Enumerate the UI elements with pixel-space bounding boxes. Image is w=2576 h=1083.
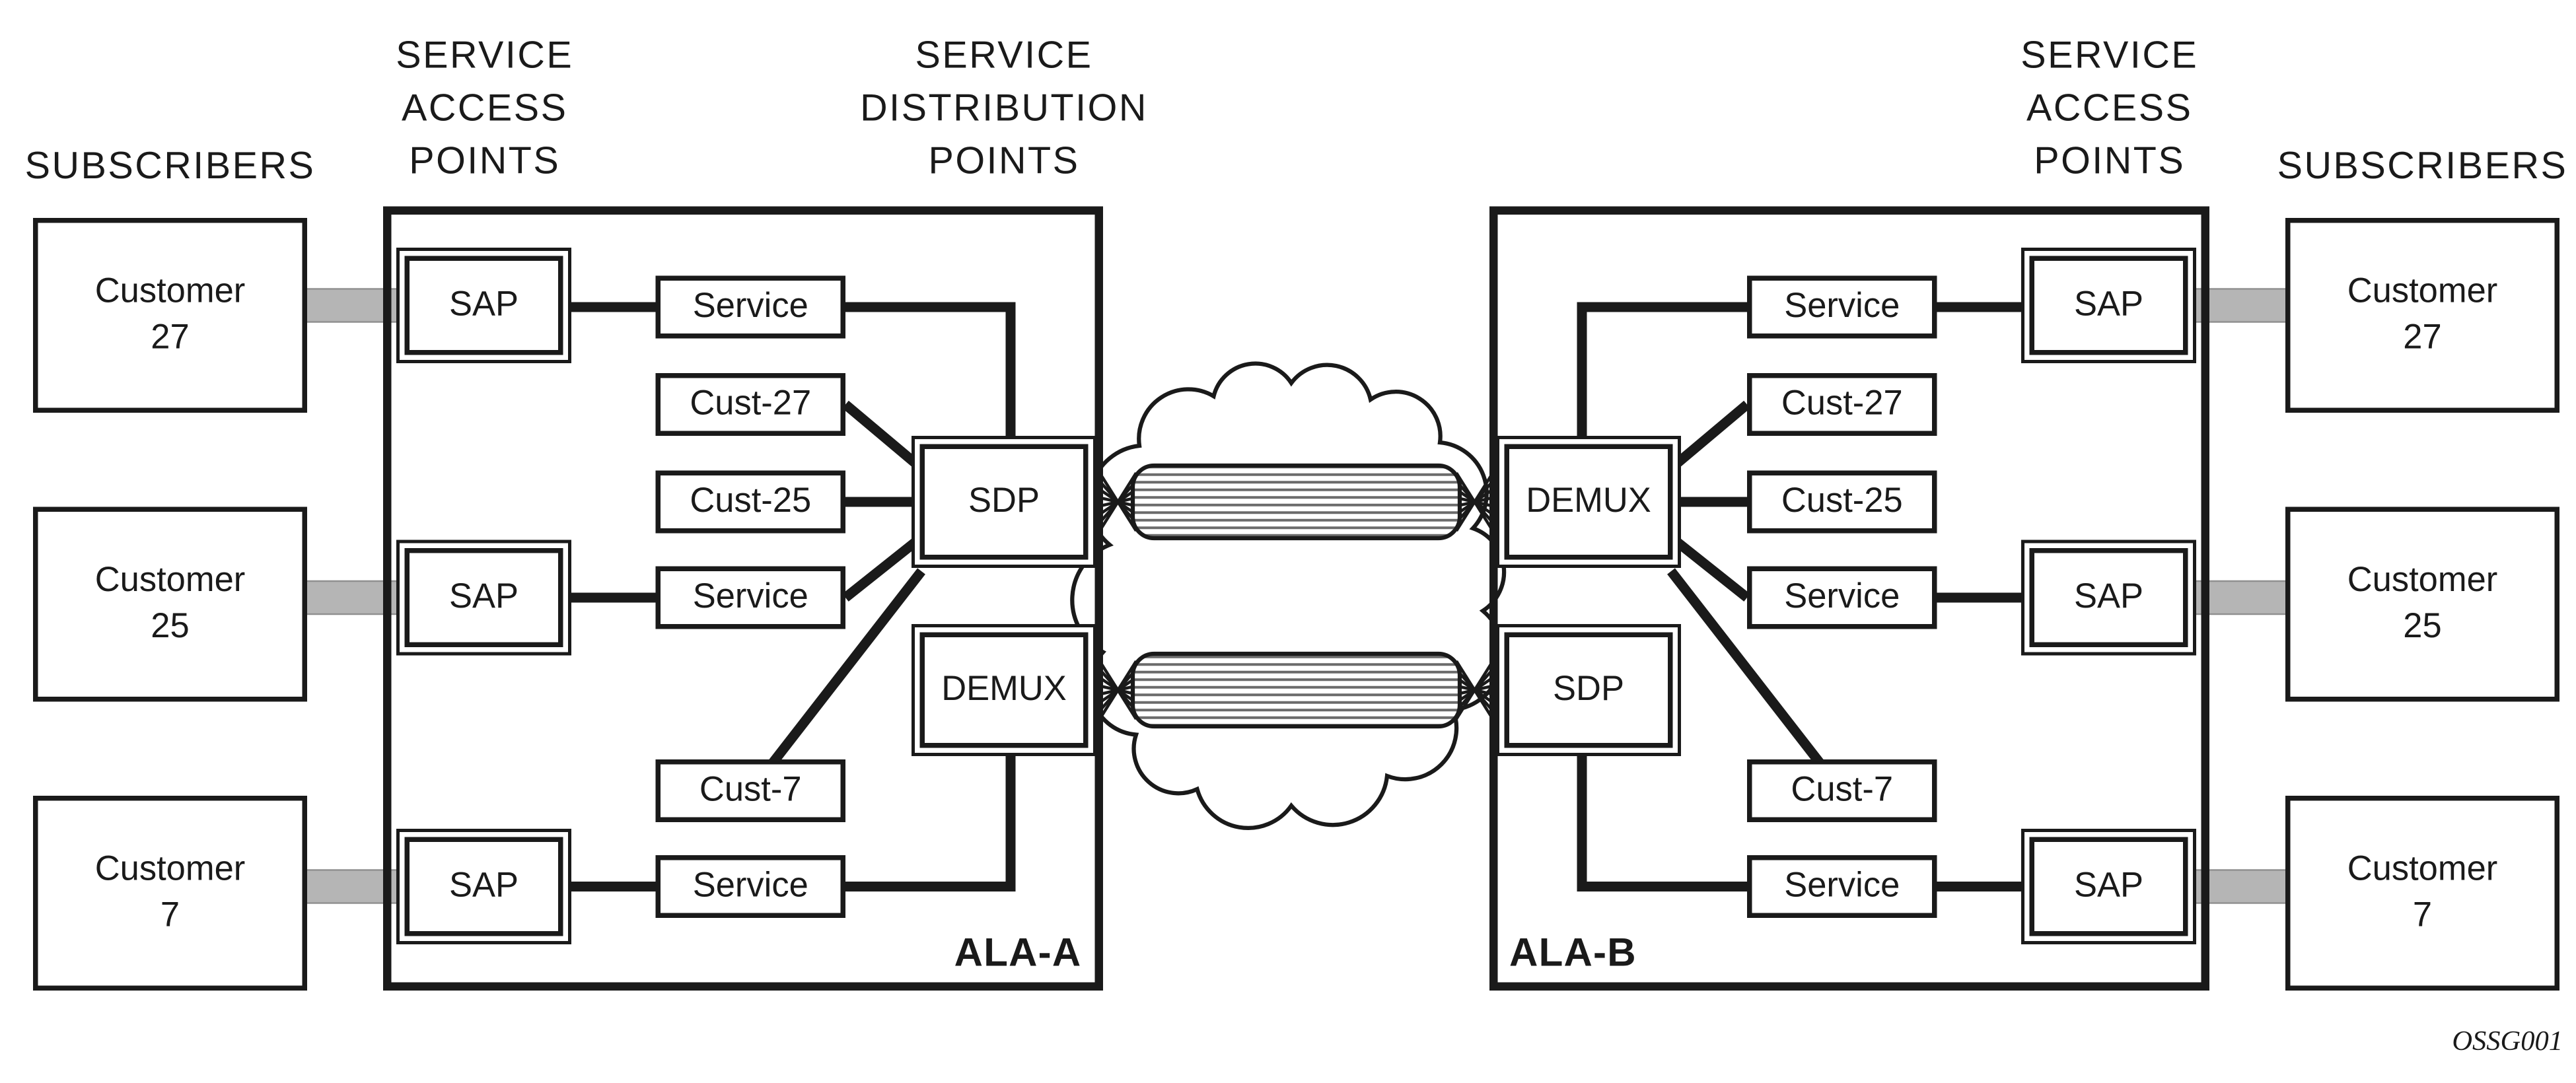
sap-label: SAP xyxy=(404,837,563,936)
router-label-ala-b: ALA-B xyxy=(1509,931,1637,976)
service-box-a3: Service xyxy=(655,855,845,918)
demux-label: DEMUX xyxy=(919,632,1089,748)
router-label-ala-a: ALA-A xyxy=(954,931,1082,976)
sap-box-b2: SAP xyxy=(2021,540,2196,656)
sdp-label: SDP xyxy=(919,444,1089,560)
figure-code: OSSG001 xyxy=(2452,1025,2563,1057)
service-tunnel-bottom xyxy=(1130,651,1462,729)
service-box-b2: Service xyxy=(1747,566,1937,629)
router-ala-b xyxy=(1489,206,2209,991)
sdp-box-b: SDP xyxy=(1496,624,1681,756)
sdp-box-a: SDP xyxy=(912,436,1096,568)
customer-box-7-right: Customer 7 xyxy=(2285,796,2559,991)
cust-7-box-a: Cust-7 xyxy=(655,759,845,822)
cust-27-box-b: Cust-27 xyxy=(1747,373,1937,436)
header-subscribers-right: SUBSCRIBERS xyxy=(2277,143,2568,187)
tunnel-fan-lines xyxy=(1098,472,1494,720)
customer-box-27-left: Customer 27 xyxy=(33,218,307,413)
customer-box-27-right: Customer 27 xyxy=(2285,218,2559,413)
service-box-b1: Service xyxy=(1747,275,1937,339)
demux-label: DEMUX xyxy=(1504,444,1673,560)
demux-box-b: DEMUX xyxy=(1496,436,1681,568)
sap-box-a1: SAP xyxy=(396,248,571,363)
sap-label: SAP xyxy=(2029,548,2188,647)
cust-27-box-a: Cust-27 xyxy=(655,373,845,436)
sap-box-b3: SAP xyxy=(2021,829,2196,944)
sap-label: SAP xyxy=(404,256,563,355)
customer-box-25-right: Customer 25 xyxy=(2285,507,2559,702)
header-subscribers-left: SUBSCRIBERS xyxy=(24,143,316,187)
sap-box-a2: SAP xyxy=(396,540,571,656)
customer-box-7-left: Customer 7 xyxy=(33,796,307,991)
demux-box-a: DEMUX xyxy=(912,624,1096,756)
cust-25-box-b: Cust-25 xyxy=(1747,470,1937,534)
network-cloud xyxy=(1070,361,1507,830)
sdp-label: SDP xyxy=(1504,632,1673,748)
connection-lines xyxy=(571,302,2021,891)
router-ala-a xyxy=(383,206,1103,991)
service-tunnel-top xyxy=(1130,463,1462,541)
service-box-b3: Service xyxy=(1747,855,1937,918)
header-service-access-points-left: SERVICE ACCESS POINTS xyxy=(396,33,574,182)
sap-box-b1: SAP xyxy=(2021,248,2196,363)
sap-label: SAP xyxy=(2029,837,2188,936)
cust-7-box-b: Cust-7 xyxy=(1747,759,1937,822)
sap-label: SAP xyxy=(2029,256,2188,355)
sap-label: SAP xyxy=(404,548,563,647)
service-box-a2: Service xyxy=(655,566,845,629)
customer-box-25-left: Customer 25 xyxy=(33,507,307,702)
cust-25-box-a: Cust-25 xyxy=(655,470,845,534)
sap-box-a3: SAP xyxy=(396,829,571,944)
header-service-distribution-points: SERVICE DISTRIBUTION POINTS xyxy=(860,33,1148,182)
header-service-access-points-right: SERVICE ACCESS POINTS xyxy=(2021,33,2199,182)
service-box-a1: Service xyxy=(655,275,845,339)
